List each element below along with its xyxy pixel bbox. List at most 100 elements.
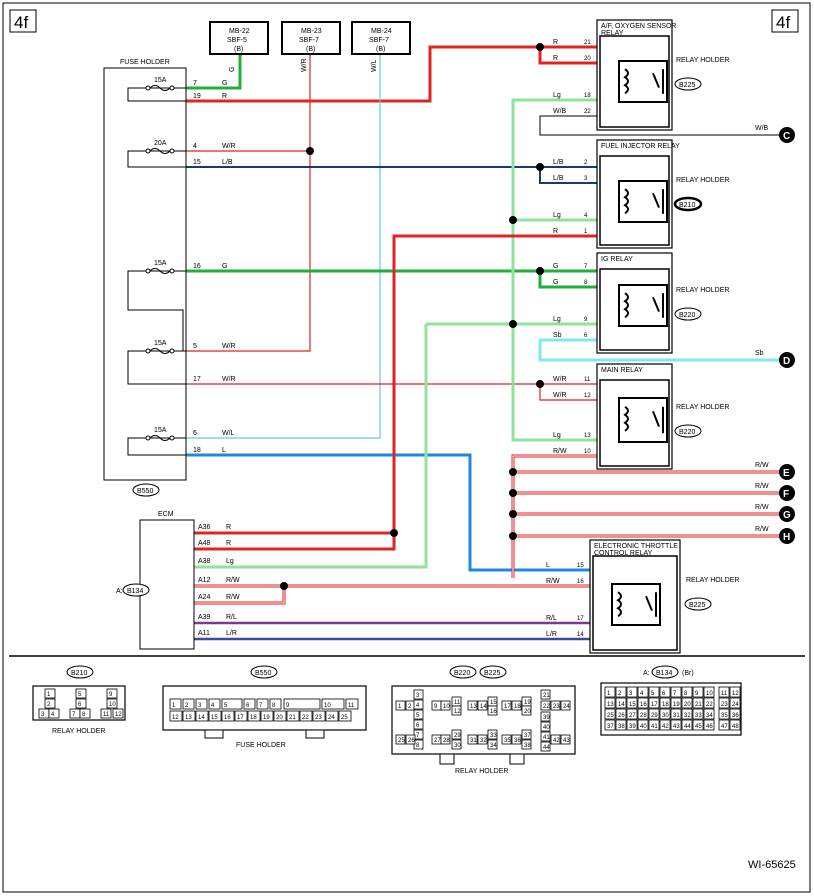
connector-cell: 15: [490, 700, 497, 706]
connector-cell: 43: [563, 738, 570, 744]
sbf-wire-label: W/L: [371, 59, 378, 72]
connector-cell: 7: [416, 733, 420, 739]
page-tag-right: [771, 9, 799, 33]
connector-cell: 14: [480, 704, 487, 710]
connector-cell: 33: [490, 733, 497, 739]
connector-cell: 13: [185, 715, 192, 721]
relay-pin-wire: W/B: [553, 108, 567, 115]
sbf-name: MB-22: [229, 28, 250, 35]
connector-cell: 32: [684, 713, 691, 719]
connector-cell: 37: [607, 724, 614, 730]
wire-rw-main10: [511, 454, 597, 578]
connector-cell: 23: [721, 702, 728, 708]
fuse-pin-wire: G: [222, 80, 227, 87]
relay-pin-number: 20: [584, 56, 591, 62]
relay-connector-tag: B220: [679, 312, 695, 319]
relay-title: IG RELAY: [601, 256, 633, 263]
connector-cell: 3: [416, 693, 420, 699]
connector-cell: 30: [454, 743, 461, 749]
ecm-pin-number: A48: [198, 540, 211, 547]
junction-dots: [280, 43, 544, 590]
relay-pin-number: 15: [577, 563, 584, 569]
connector-tag: B134: [656, 670, 672, 677]
output-g-connector: GR/W: [755, 504, 795, 522]
connector-cell: 23: [553, 704, 560, 710]
relay-pin-number: 10: [584, 449, 591, 455]
connector-cell: 9: [286, 703, 290, 709]
fuse-pin-wire: W/R: [222, 343, 236, 350]
connector-cell: 31: [470, 738, 477, 744]
relay-pin-number: 18: [584, 93, 591, 99]
output-d-connector: DSb: [755, 350, 795, 368]
connector-cell: 2: [408, 704, 412, 710]
relay-title: MAIN RELAY: [601, 367, 643, 374]
relay-connector-tag: B225: [689, 602, 705, 609]
ecm-pin-number: A39: [198, 614, 211, 621]
connector-cell: 6: [416, 723, 420, 729]
connector-cell: 18: [250, 715, 257, 721]
wire-l-pin18: [186, 453, 590, 572]
ecm-pin-wire: L/R: [226, 630, 237, 637]
ecm: ECM A: B134: [116, 511, 195, 650]
connector-cell: 17: [651, 702, 658, 708]
connector-cell: 26: [618, 713, 625, 719]
output-f-connector: FR/W: [755, 483, 795, 501]
output-label: E: [783, 468, 790, 479]
connector-cell: 28: [443, 738, 450, 744]
wire-wb-c: [539, 115, 787, 136]
connector-cell: 5: [78, 692, 82, 698]
connector-cell: 48: [732, 724, 739, 730]
relay-holder-label: RELAY HOLDER: [676, 287, 729, 294]
fuse-pin-number: 15: [193, 159, 201, 166]
fuse-pin-wire: W/L: [222, 430, 235, 437]
connector-cell: 16: [640, 702, 647, 708]
connector-view-caption: RELAY HOLDER: [455, 768, 508, 775]
relay-pin-wire: L/R: [546, 631, 557, 638]
connector-cell: 41: [651, 724, 658, 730]
relay-pin-number: 1: [584, 229, 588, 235]
relay-pin-wire: R: [553, 228, 558, 235]
connector-cell: 5: [416, 713, 420, 719]
relay-pin-wire: Lg: [553, 432, 561, 439]
fuse-1: 15A: [145, 77, 175, 91]
page-tag-left-text: 4f: [14, 13, 28, 32]
connector-cell: 6: [662, 691, 666, 697]
connector-cell: 25: [398, 738, 405, 744]
connector-cell: 1: [47, 692, 51, 698]
connector-cell: 47: [721, 724, 728, 730]
relay-pin-wire: Sb: [553, 332, 562, 339]
relay-pin-number: 3: [584, 176, 588, 182]
fuse-pin-wire: R: [222, 93, 227, 100]
connector-cell: 42: [662, 724, 669, 730]
ecm-pin-wire: Lg: [226, 558, 234, 565]
sbf-wire-label: G: [229, 67, 236, 72]
connector-cell: 10: [109, 702, 116, 708]
sbf-connectors: MB-22SBF-5(B)GMB-23SBF-7(B)W/RMB-24SBF-7…: [209, 21, 411, 72]
relay-pin-number: 14: [577, 632, 584, 638]
wire-r-af20: [538, 47, 597, 65]
relay-pin-wire: Lg: [553, 212, 561, 219]
fuse-holder-connector-tag: [132, 483, 160, 497]
relay-pin-number: 6: [584, 333, 588, 339]
wire-wr-sbf7: [186, 53, 311, 352]
connector-cell: 3: [629, 691, 633, 697]
fuse-rating: 15A: [154, 77, 167, 84]
connector-cell: 8: [82, 712, 86, 718]
wire-lg-bus: [511, 98, 597, 442]
connector-cell: 16: [490, 709, 497, 715]
connector-cell: 27: [629, 713, 636, 719]
ecm-connector: B134: [127, 588, 143, 595]
connector-tag: B225: [484, 670, 500, 677]
connector-cell: 15: [629, 702, 636, 708]
relay-pin-number: 16: [577, 579, 584, 585]
connector-cell: 5: [224, 703, 228, 709]
sbf-tag: (B): [376, 46, 385, 53]
